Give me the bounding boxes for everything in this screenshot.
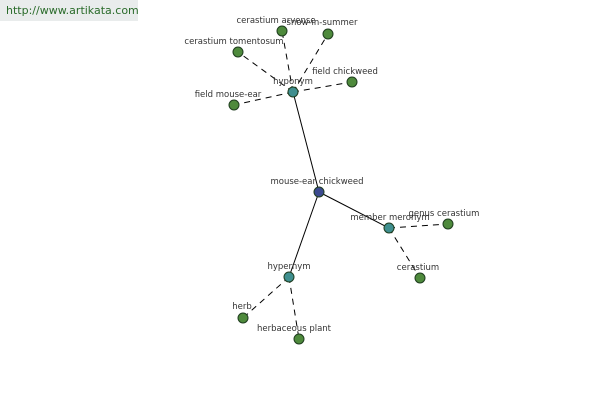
label-field-chickweed[interactable]: field chickweed [312, 67, 378, 77]
dashed-edges [233, 30, 449, 340]
node-hypernym[interactable] [283, 271, 295, 283]
edge-center-member-meronym [318, 191, 390, 229]
node-member-meronym[interactable] [383, 222, 395, 234]
edge-hyponym-cerastium-tomentosum [237, 51, 294, 93]
label-herb[interactable]: herb [232, 302, 252, 312]
node-cerastium[interactable] [414, 272, 426, 284]
label-snow-in-summer[interactable]: snow-in-summer [287, 18, 358, 28]
solid-edges [288, 91, 390, 278]
edge-meronym-genus-cerastium [388, 223, 449, 229]
edge-meronym-cerastium [388, 227, 421, 279]
node-cerastium-arvense[interactable] [276, 25, 288, 37]
label-cerastium-arvense[interactable]: cerastium arvense [236, 16, 315, 26]
label-hyponym[interactable]: hyponym [273, 77, 313, 87]
label-mouse-ear-chickweed[interactable]: mouse-ear chickweed [270, 177, 363, 187]
node-field-mouse-ear[interactable] [228, 99, 240, 111]
node-hyponym[interactable] [287, 86, 299, 98]
nodes [228, 25, 454, 345]
node-genus-cerastium[interactable] [442, 218, 454, 230]
watermark-url[interactable]: http://www.artikata.com [0, 0, 139, 21]
node-herbaceous-plant[interactable] [293, 333, 305, 345]
label-member-meronym[interactable]: member meronym [350, 213, 429, 223]
edge-center-hypernym [288, 191, 320, 278]
edge-hyponym-snow-in-summer [292, 33, 329, 93]
node-mouse-ear-chickweed[interactable] [313, 186, 325, 198]
labels: mouse-ear chickweed hyponym member meron… [184, 16, 479, 334]
label-hypernym[interactable]: hypernym [267, 262, 310, 272]
edge-center-hyponym [292, 91, 320, 193]
node-snow-in-summer[interactable] [322, 28, 334, 40]
label-herbaceous-plant[interactable]: herbaceous plant [257, 324, 332, 334]
label-field-mouse-ear[interactable]: field mouse-ear [195, 90, 262, 100]
label-cerastium-tomentosum[interactable]: cerastium tomentosum [184, 37, 283, 47]
label-cerastium[interactable]: cerastium [397, 263, 439, 273]
label-genus-cerastium[interactable]: genus cerastium [409, 209, 480, 219]
node-cerastium-tomentosum[interactable] [232, 46, 244, 58]
node-herb[interactable] [237, 312, 249, 324]
edge-hyponym-field-chickweed [292, 81, 353, 93]
node-field-chickweed[interactable] [346, 76, 358, 88]
